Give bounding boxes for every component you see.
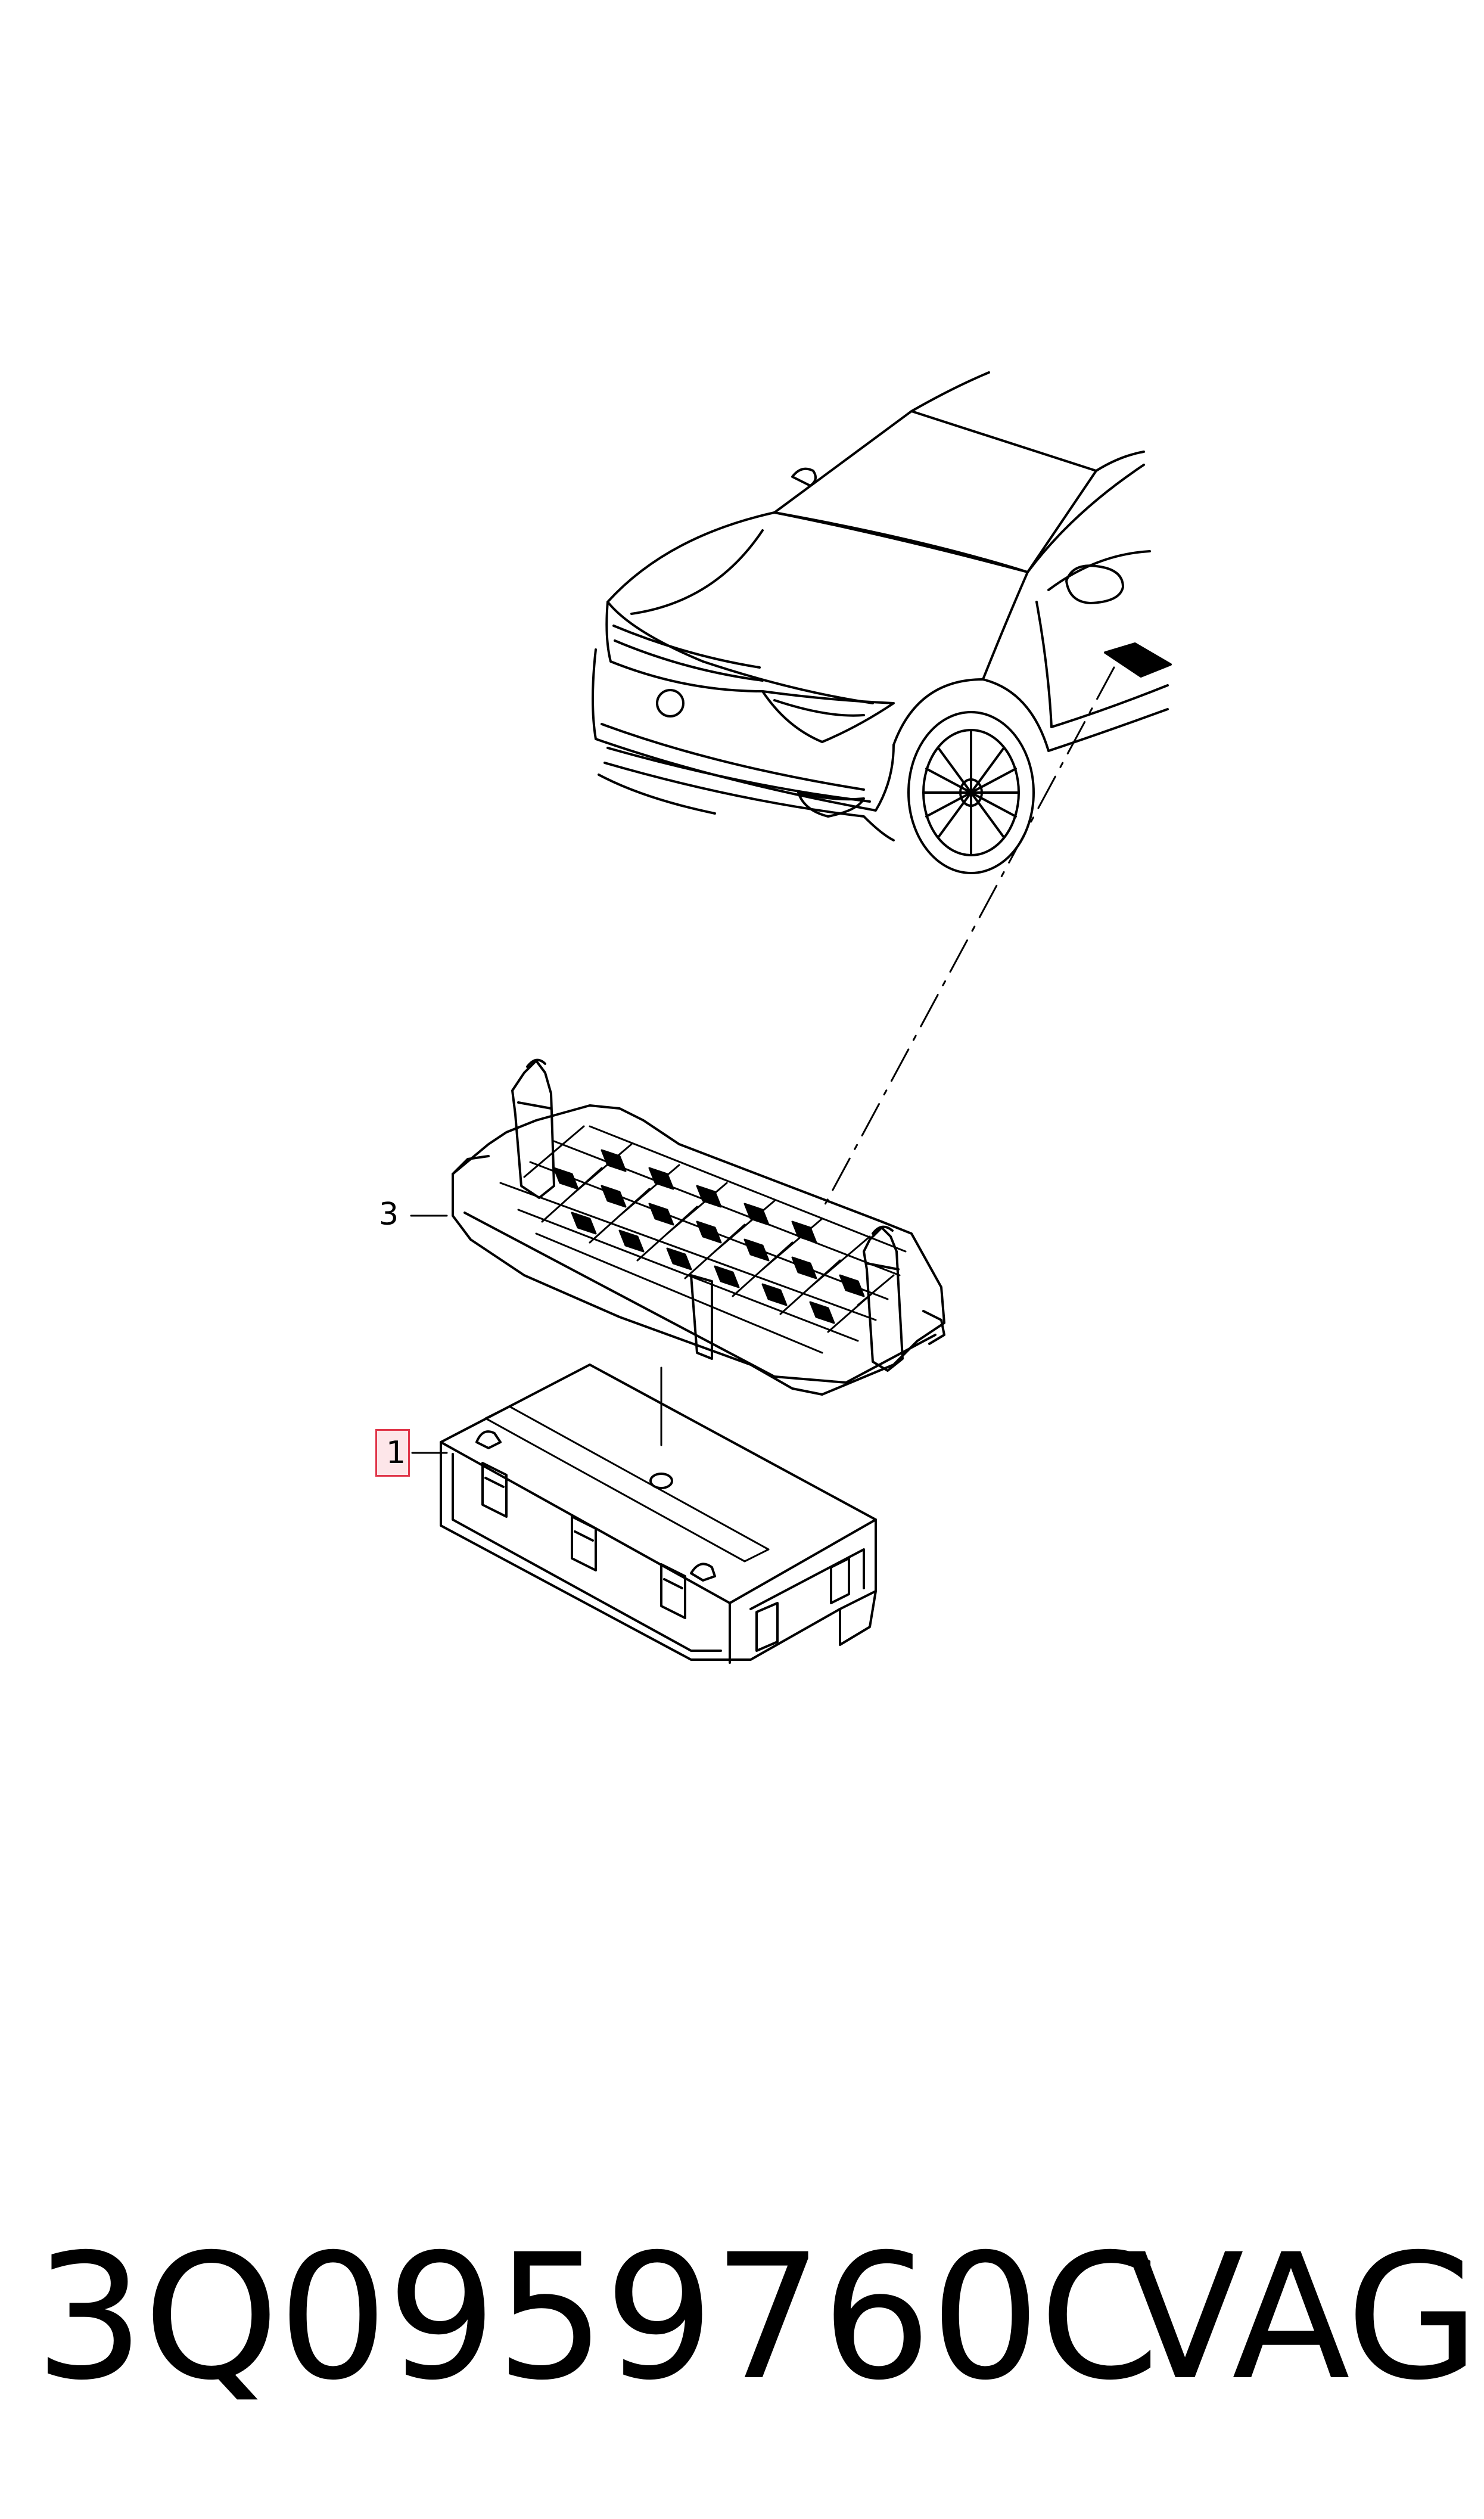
- control-unit-module: [440, 1363, 877, 1664]
- callout-number-3: 3: [379, 1197, 399, 1232]
- front-wheel: [907, 711, 1035, 874]
- brand-label: VAG: [1126, 2217, 1480, 2418]
- tray-bracket: [452, 1058, 945, 1396]
- part-number-label: 3Q0959760C: [35, 2217, 1160, 2418]
- location-leader-line: [821, 666, 1115, 1211]
- callout-number-1: 1: [386, 1435, 406, 1471]
- callout-highlight-box: [375, 1429, 410, 1477]
- car-illustration: [592, 371, 1172, 874]
